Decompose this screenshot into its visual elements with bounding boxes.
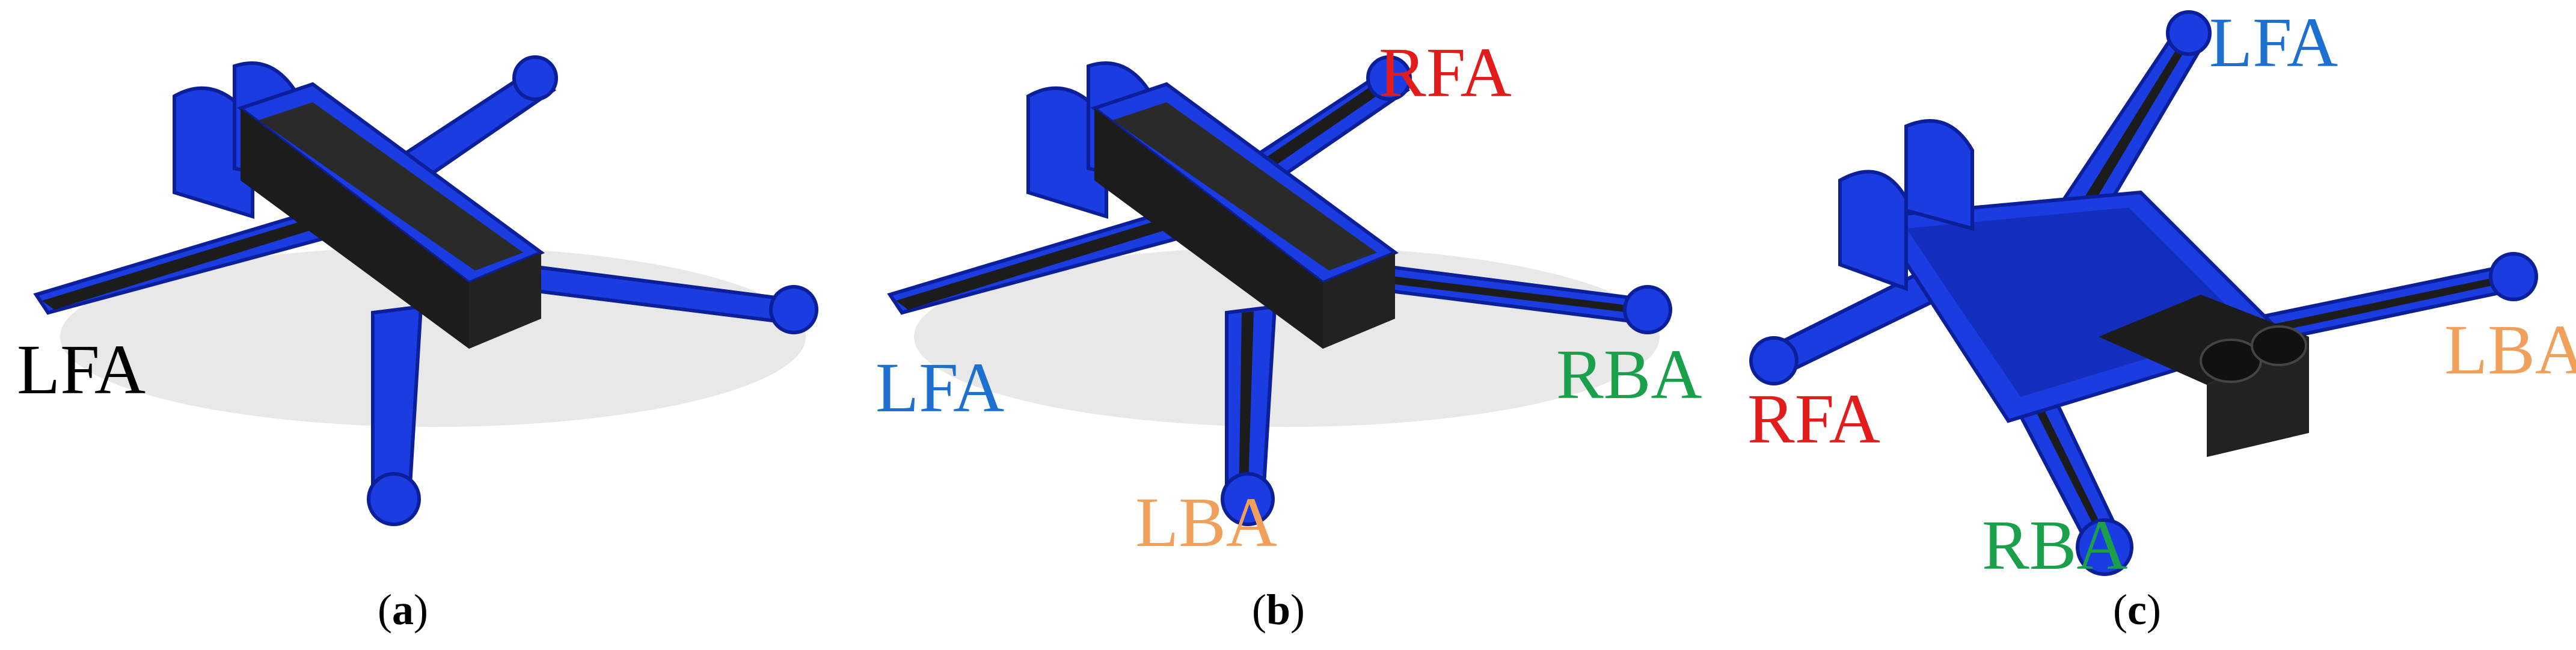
panel-a: LFA (a) — [0, 0, 854, 650]
label-lfa: LFA — [17, 330, 146, 409]
label-rfa: RFA — [1747, 379, 1880, 458]
panel-b: RFA LFA RBA LBA (b) — [854, 0, 1708, 650]
drone-frame-render-a — [33, 55, 818, 526]
drone-frame-render-c — [1749, 10, 2538, 576]
label-lfa: LFA — [876, 348, 1005, 427]
label-lba: LBA — [1135, 483, 1277, 562]
panel-c: LFA LBA RFA RBA (c) — [1708, 0, 2576, 650]
caption-b: (b) — [1252, 586, 1305, 634]
label-lba: LBA — [2444, 310, 2576, 389]
label-rfa: RFA — [1379, 33, 1512, 112]
label-rba: RBA — [1982, 506, 2128, 584]
label-lfa: LFA — [2209, 3, 2338, 82]
caption-a: (a) — [378, 586, 428, 634]
drone-frame-render-b — [887, 55, 1672, 526]
caption-c: (c) — [2113, 586, 2161, 634]
label-rba: RBA — [1556, 335, 1702, 414]
